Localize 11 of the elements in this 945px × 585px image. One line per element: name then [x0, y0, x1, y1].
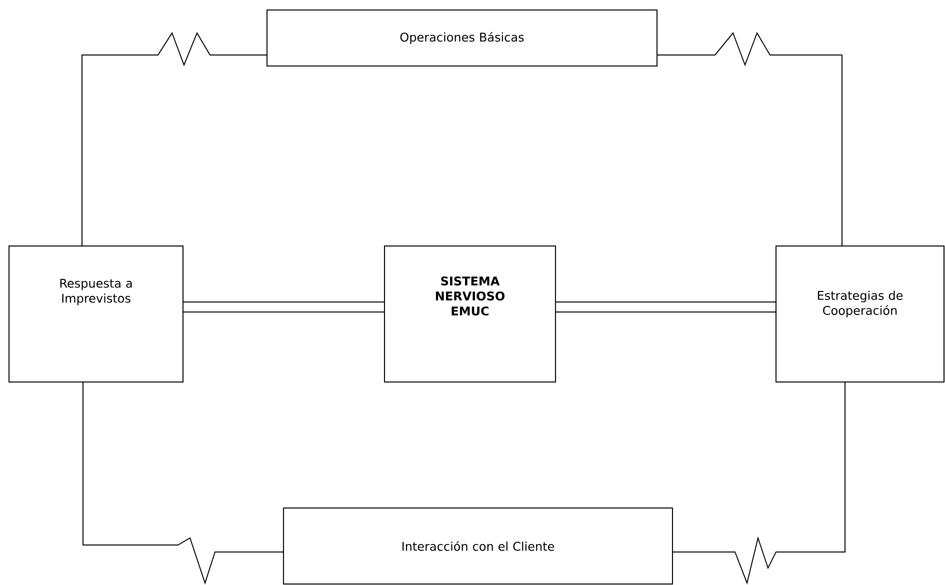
connector: [184, 302, 384, 312]
connector: [82, 382, 284, 585]
process-box: Estrategias de Cooperación: [776, 246, 944, 382]
connector: [657, 32, 842, 246]
process-box: Operaciones Básicas: [266, 10, 658, 66]
process-box: Respuesta a Imprevistos: [8, 246, 184, 382]
process-box: SISTEMA NERVIOSO EMUC: [384, 246, 556, 382]
connector: [556, 302, 776, 312]
connector: [672, 382, 846, 585]
process-box: Interacción con el Cliente: [283, 508, 673, 584]
connector: [82, 32, 267, 246]
